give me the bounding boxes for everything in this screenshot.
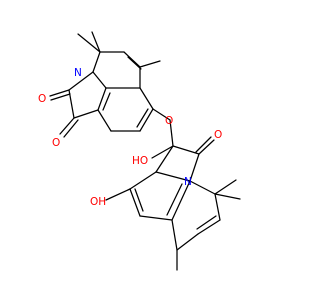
ether-oxygen: O <box>165 115 173 127</box>
phenol-hydroxyl-label: OH <box>90 196 106 208</box>
lower-carbonyl-oxygen: O <box>214 129 222 141</box>
bond-lines <box>49 31 241 271</box>
molecule-structure: O O N O HO O N OH <box>38 31 241 271</box>
hydroxyl-group-label: HO <box>132 155 148 167</box>
upper-carbonyl-oxygen-2: O <box>52 137 60 149</box>
upper-ring-nitrogen: N <box>74 67 82 79</box>
upper-carbonyl-oxygen-1: O <box>38 93 46 105</box>
lower-ring-nitrogen: N <box>184 176 192 188</box>
